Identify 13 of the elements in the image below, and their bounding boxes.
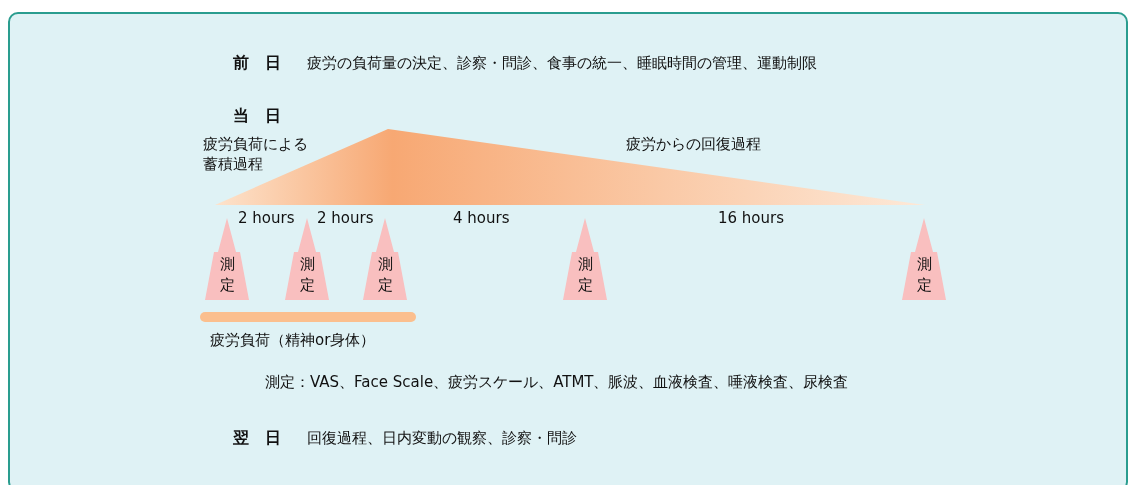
day-heading: 前 日 [233,53,281,73]
day-description: 回復過程、日内変動の観察、診察・問診 [307,428,577,448]
measurement-marker: 測定 [899,218,949,300]
interval-label: 16 hours [718,208,785,228]
phase-label: 疲労負荷による蓄積過程 [203,134,309,174]
measurement-marker: 測定 [560,218,610,300]
measurement-note: 測定：VAS、Face Scale、疲労スケール、ATMT、脈波、血液検査、唾液検査、尿検査 [265,372,849,392]
day-heading: 当 日 [233,106,281,126]
load-label: 疲労負荷（精神or身体） [210,330,376,350]
day-description: 疲労の負荷量の決定、診察・問診、食事の統一、睡眠時間の管理、運動制限 [307,53,817,73]
day-heading: 翌 日 [233,428,281,448]
interval-label: 4 hours [453,208,510,228]
phase-label: 疲労からの回復過程 [626,134,761,154]
